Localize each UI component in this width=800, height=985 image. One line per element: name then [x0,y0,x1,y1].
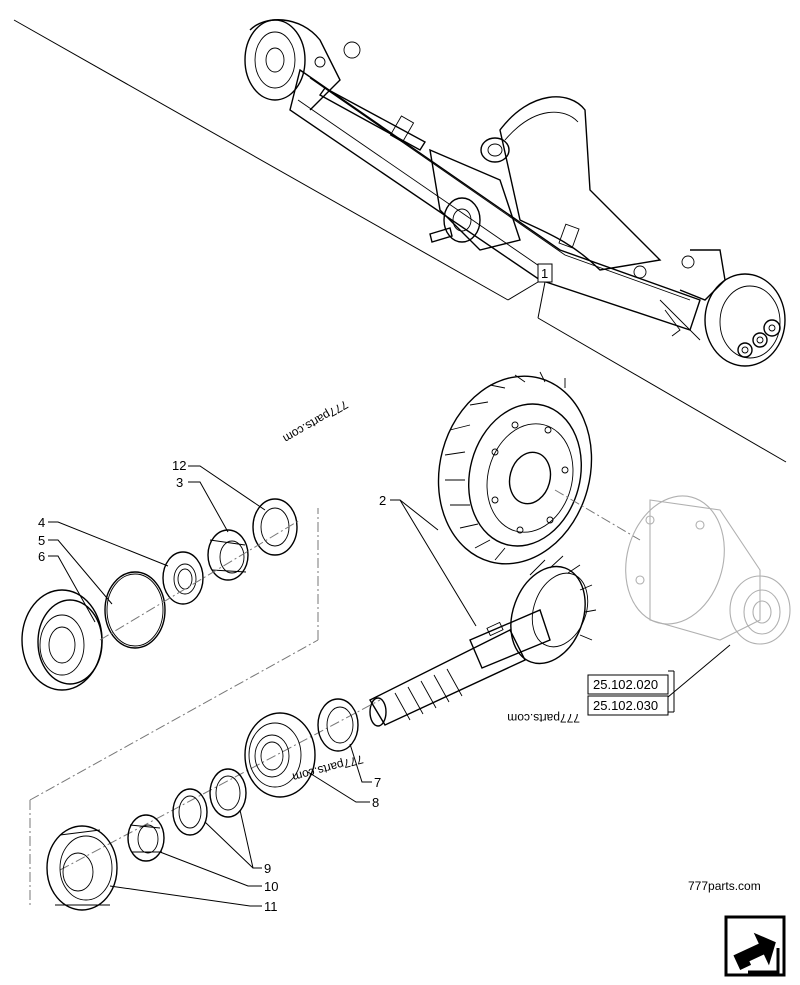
watermark-4: 777parts.com [688,879,761,893]
o-ring-5[interactable] [104,571,166,649]
shim-9b[interactable] [172,788,208,836]
reference-box-2 [587,695,669,716]
callout-10[interactable]: 10 [264,879,278,894]
callout-1[interactable]: 1 [541,266,548,281]
watermark-3: 777parts.com [291,752,365,784]
pinion-shaft[interactable] [369,555,598,727]
callout-3[interactable]: 3 [176,475,183,490]
callout-box-1 [537,263,553,283]
callout-7[interactable]: 7 [374,775,381,790]
arrow-link-icon[interactable] [724,915,786,977]
nut-10[interactable] [127,814,165,862]
watermark-1: 777parts.com [281,397,351,445]
callout-5[interactable]: 5 [38,533,45,548]
watermark-2: 777parts.com [507,711,580,725]
shim-9a[interactable] [209,768,247,818]
callout-12[interactable]: 12 [172,458,186,473]
axle-assembly[interactable] [13,19,787,463]
bearing-11[interactable] [46,825,118,911]
shim-ring-12[interactable] [252,498,298,556]
callout-9[interactable]: 9 [264,861,271,876]
callout-11[interactable]: 11 [264,899,278,914]
reference-box-1 [587,674,669,695]
differential-housing[interactable] [612,485,791,645]
reference-1[interactable]: 25.102.020 [593,677,658,692]
callout-8[interactable]: 8 [372,795,379,810]
seal-4[interactable] [162,551,204,605]
reference-2[interactable]: 25.102.030 [593,698,658,713]
callout-2[interactable]: 2 [379,493,386,508]
callout-6[interactable]: 6 [38,549,45,564]
shim-7[interactable] [317,698,359,752]
nut-3[interactable] [207,529,249,581]
flange-6[interactable] [21,589,103,691]
bearing-8[interactable] [244,712,316,798]
callout-4[interactable]: 4 [38,515,45,530]
ring-gear[interactable] [418,359,612,581]
